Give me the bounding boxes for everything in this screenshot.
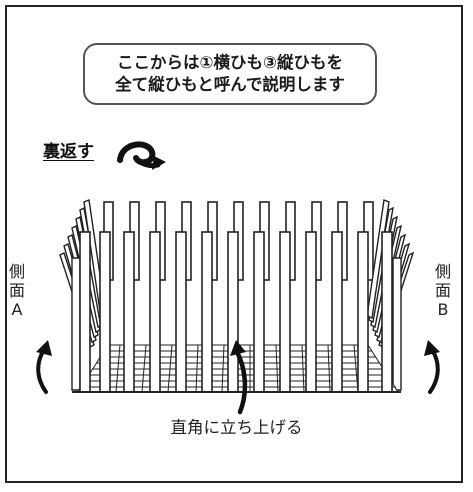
side-a-char-3: A	[11, 300, 23, 319]
side-a-char-1: 側	[8, 262, 25, 281]
note-line-1: ここからは①横ひも③縦ひもを	[117, 53, 343, 72]
side-a-label: 側 面 A	[6, 262, 28, 319]
side-b-char-1: 側	[434, 262, 451, 281]
flip-arrow-icon	[117, 141, 166, 170]
side-b-char-2: 面	[434, 281, 451, 300]
right-curve-arrow-icon	[424, 340, 440, 394]
front-strips	[79, 231, 393, 393]
flip-instruction: 裏返す	[43, 142, 94, 162]
raise-caption: 直角に立ち上げる	[170, 418, 303, 437]
side-b-label: 側 面 B	[432, 262, 454, 319]
note-line-2: 全て縦ひもと呼んで説明します	[115, 75, 345, 94]
left-curve-arrow-icon	[36, 340, 52, 394]
side-b-char-3: B	[437, 300, 449, 319]
side-a-char-2: 面	[8, 281, 25, 300]
center-curve-arrow-icon	[230, 340, 248, 415]
explanation-note: ここからは①横ひも③縦ひもを 全て縦ひもと呼んで説明します	[83, 43, 377, 105]
